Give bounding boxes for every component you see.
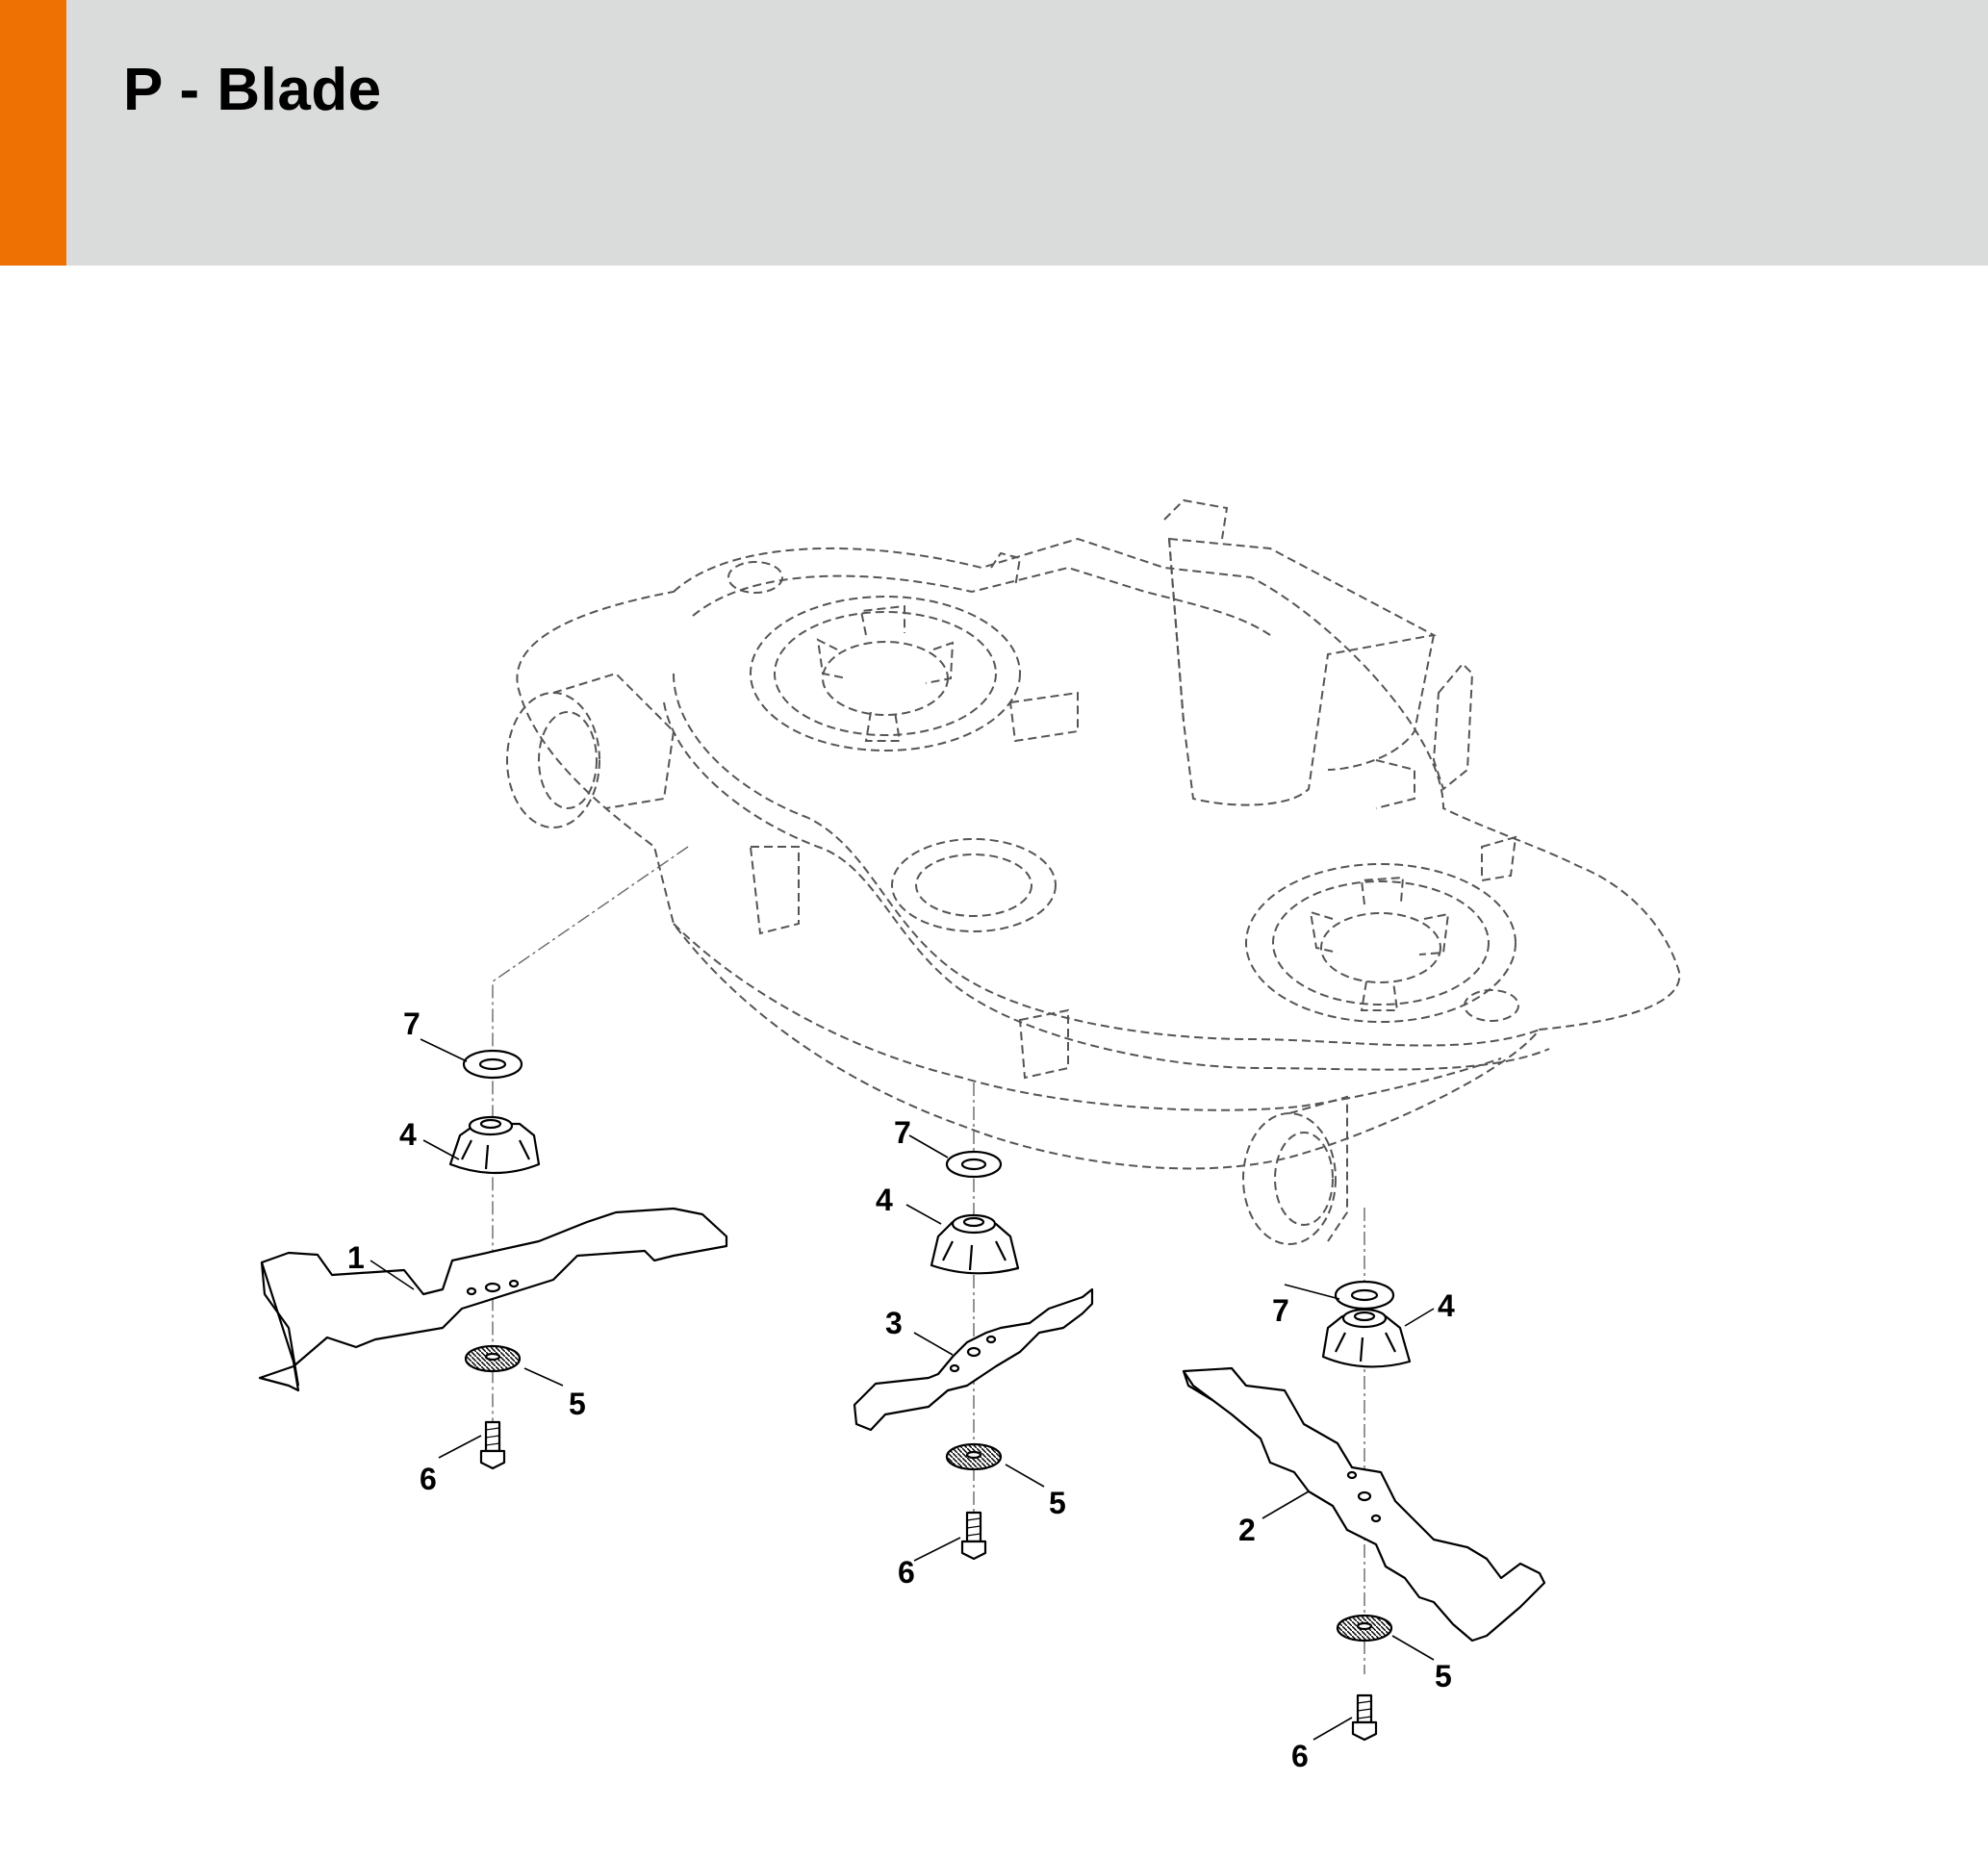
center-blade-assembly — [853, 1150, 1094, 1561]
callout-label: 7 — [1272, 1293, 1289, 1328]
washer-icon — [462, 1049, 523, 1080]
left-blade-assembly — [258, 1049, 728, 1470]
spring-washer-icon — [945, 1442, 1003, 1471]
callout-labels: 7 4 1 5 6 7 4 3 5 6 7 4 2 5 6 — [347, 1006, 1455, 1773]
washer-icon — [1334, 1280, 1395, 1311]
blade-icon — [1182, 1366, 1546, 1643]
bolt-icon — [1351, 1693, 1378, 1742]
header-band — [0, 0, 1988, 266]
callout-label: 6 — [898, 1555, 915, 1590]
spring-washer-icon — [464, 1344, 522, 1373]
callout-label: 6 — [420, 1462, 437, 1496]
blade-icon — [853, 1287, 1094, 1432]
callout-label: 4 — [399, 1117, 417, 1152]
accent-bar — [0, 0, 66, 266]
callout-label: 7 — [894, 1115, 911, 1150]
blade-hub-icon — [1321, 1308, 1412, 1368]
leader-lines — [370, 1038, 1435, 1741]
assembly-axes — [492, 846, 1365, 1674]
bolt-icon — [479, 1420, 506, 1470]
callout-label: 4 — [876, 1183, 893, 1217]
callout-label: 5 — [1049, 1486, 1066, 1520]
callout-label: 5 — [569, 1387, 586, 1421]
callout-label: 5 — [1435, 1659, 1452, 1693]
callout-label: 7 — [403, 1006, 421, 1041]
right-blade-assembly — [1182, 1280, 1546, 1742]
page-title: P - Blade — [123, 57, 382, 123]
blade-hub-icon — [448, 1115, 541, 1175]
callout-label: 1 — [347, 1240, 365, 1275]
callout-label: 4 — [1438, 1288, 1455, 1323]
blade-hub-icon — [930, 1213, 1020, 1275]
callout-label: 6 — [1291, 1739, 1309, 1773]
blade-icon — [258, 1207, 728, 1392]
washer-icon — [945, 1150, 1003, 1179]
callout-label: 2 — [1238, 1513, 1256, 1547]
spring-washer-icon — [1336, 1614, 1393, 1643]
callout-label: 3 — [885, 1306, 903, 1340]
mower-deck — [506, 498, 1681, 1245]
bolt-icon — [960, 1511, 987, 1561]
